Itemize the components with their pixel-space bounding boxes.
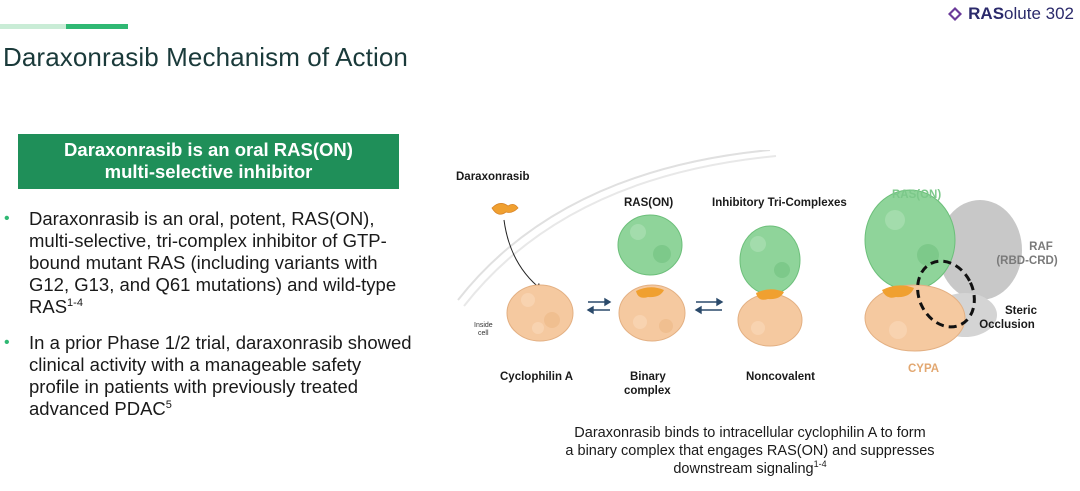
daraxonrasib-molecule bbox=[491, 203, 519, 215]
ras-on-protein bbox=[617, 214, 683, 276]
label-raf-1: RAF bbox=[1029, 241, 1053, 253]
bullet-sup: 1-4 bbox=[67, 297, 83, 309]
label-inside-cell-2: cell bbox=[478, 330, 489, 337]
mechanism-diagram bbox=[457, 150, 1022, 352]
callout-box: Daraxonrasib is an oral RAS(ON) multi-se… bbox=[18, 134, 399, 189]
label-ras-on: RAS(ON) bbox=[624, 197, 674, 209]
label-inside-cell-1: Inside bbox=[474, 322, 493, 329]
caption-sup: 1-4 bbox=[813, 459, 827, 469]
rasolute-logo: RASolute 302 bbox=[948, 4, 1074, 24]
steric-occlusion-circle bbox=[916, 259, 976, 329]
cyclophilin-a-protein bbox=[506, 284, 574, 342]
label-daraxonrasib: Daraxonrasib bbox=[456, 171, 530, 183]
large-cypa-protein bbox=[864, 284, 966, 352]
bullet-text: In a prior Phase 1/2 trial, daraxonrasib… bbox=[29, 332, 412, 419]
label-binary-1: Binary bbox=[630, 371, 666, 383]
accent-bar-dark bbox=[66, 24, 128, 29]
bullet-list: • Daraxonrasib is an oral, potent, RAS(O… bbox=[4, 208, 414, 434]
cell-membrane bbox=[457, 150, 771, 301]
bullet-item: • In a prior Phase 1/2 trial, daraxonras… bbox=[4, 332, 414, 420]
logo-text-bold: RAS bbox=[968, 4, 1005, 23]
rasolute-logo-icon bbox=[948, 7, 963, 21]
bullet-item: • Daraxonrasib is an oral, potent, RAS(O… bbox=[4, 208, 414, 318]
bullet-dot-icon: • bbox=[4, 334, 10, 351]
equilibrium-arrows-1 bbox=[586, 297, 612, 315]
bullet-sup: 5 bbox=[165, 399, 172, 411]
label-inhibitory-tri-complexes: Inhibitory Tri-Complexes bbox=[712, 197, 847, 209]
page-title: Daraxonrasib Mechanism of Action bbox=[3, 42, 408, 72]
cell-membrane-inner bbox=[463, 155, 777, 307]
label-noncovalent: Noncovalent bbox=[746, 371, 816, 383]
accent-bar-light bbox=[0, 24, 66, 29]
caption-line-1: Daraxonrasib binds to intracellular cycl… bbox=[574, 425, 926, 441]
large-ras-on-protein bbox=[864, 189, 956, 291]
label-steric-2: Occlusion bbox=[979, 319, 1035, 331]
binding-arrow bbox=[503, 219, 543, 291]
tri-complex-protein bbox=[737, 225, 803, 347]
binary-complex-protein bbox=[618, 284, 686, 342]
equilibrium-arrows-2 bbox=[694, 297, 724, 315]
bullet-dot-icon: • bbox=[4, 210, 10, 227]
caption-line-2: a binary complex that engages RAS(ON) an… bbox=[565, 443, 935, 459]
callout-line-1: Daraxonrasib is an oral RAS(ON) bbox=[64, 139, 353, 160]
label-steric-1: Steric bbox=[1005, 305, 1037, 317]
bullet-text: Daraxonrasib is an oral, potent, RAS(ON)… bbox=[29, 208, 397, 317]
label-raf-2: (RBD-CRD) bbox=[996, 255, 1058, 267]
logo-text-light: olute 302 bbox=[1004, 4, 1074, 23]
callout-line-2: multi-selective inhibitor bbox=[104, 161, 313, 182]
label-cypa: CYPA bbox=[908, 363, 940, 375]
mechanism-figure: Daraxonrasib Inside cell RAS(ON) Inhibit… bbox=[440, 150, 1080, 410]
caption-line-3: downstream signaling bbox=[673, 461, 814, 477]
label-cyclophilin-a: Cyclophilin A bbox=[500, 371, 574, 383]
figure-caption: Daraxonrasib binds to intracellular cycl… bbox=[520, 424, 980, 478]
label-ras-on-green: RAS(ON) bbox=[892, 189, 942, 201]
label-binary-2: complex bbox=[624, 385, 671, 397]
